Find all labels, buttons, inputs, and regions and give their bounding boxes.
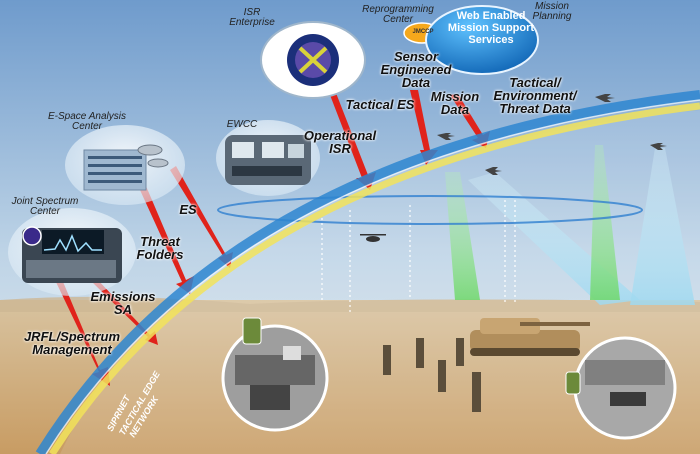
network-arc-blue [35, 90, 700, 454]
joint-spectrum-center-label: Joint Spectrum Center [11, 196, 79, 217]
reprogramming-center-label: Reprogramming Center [362, 4, 434, 25]
tactical-es-label: Tactical ES [345, 97, 415, 112]
arrow-jrfl [55, 277, 110, 386]
handheld-device-icon-2 [565, 371, 581, 395]
orbit-ring [217, 195, 643, 225]
arrow-sensor-data [410, 90, 438, 165]
threat-folders-label: Threat Folders [136, 234, 184, 262]
network-coverage-overlay [60, 110, 700, 454]
mission-support-hub-label: Web Enabled Mission Support Services [447, 10, 535, 46]
helicopter-icon [360, 234, 386, 242]
es-label: ES [179, 202, 197, 217]
mission-support-hub [425, 5, 539, 75]
e-space-analysis-center-label: E-Space Analysis Center [48, 111, 126, 132]
operational-isr-label: Operational ISR [303, 128, 377, 156]
ewcc-label: EWCC [226, 119, 258, 130]
jrfl-spectrum-management-label: JRFL/Spectrum Management [23, 329, 121, 357]
arrow-es [170, 166, 233, 268]
vehicle-inset-right [573, 336, 677, 440]
emissions-sa-label: Emissions SA [90, 289, 156, 317]
mission-data-label: Mission Data [430, 89, 480, 117]
tactical-environment-threat-data-label: Tactical/ Environment/ Threat Data [493, 75, 577, 116]
isr-enterprise-label: ISR Enterprise [229, 7, 275, 28]
sensor-beam-3 [590, 145, 620, 300]
sensor-beam-4 [630, 148, 695, 305]
sensor-beam-2 [445, 172, 480, 300]
data-streams [321, 200, 516, 315]
arrow-threat-folders [140, 186, 194, 294]
sensor-engineered-data-label: Sensor Engineered Data [380, 49, 452, 90]
soldiers-icon [383, 338, 481, 412]
arrow-operational-isr [330, 93, 376, 190]
mission-planning-label: Mission Planning [532, 1, 572, 22]
aircraft-icons [437, 94, 667, 175]
handheld-device-icon [242, 317, 262, 345]
network-arc-yellow [49, 102, 700, 454]
jsc-seal [22, 226, 42, 246]
jmcc-badge-label: JMCCP [412, 29, 434, 35]
tank-icon [470, 318, 590, 356]
